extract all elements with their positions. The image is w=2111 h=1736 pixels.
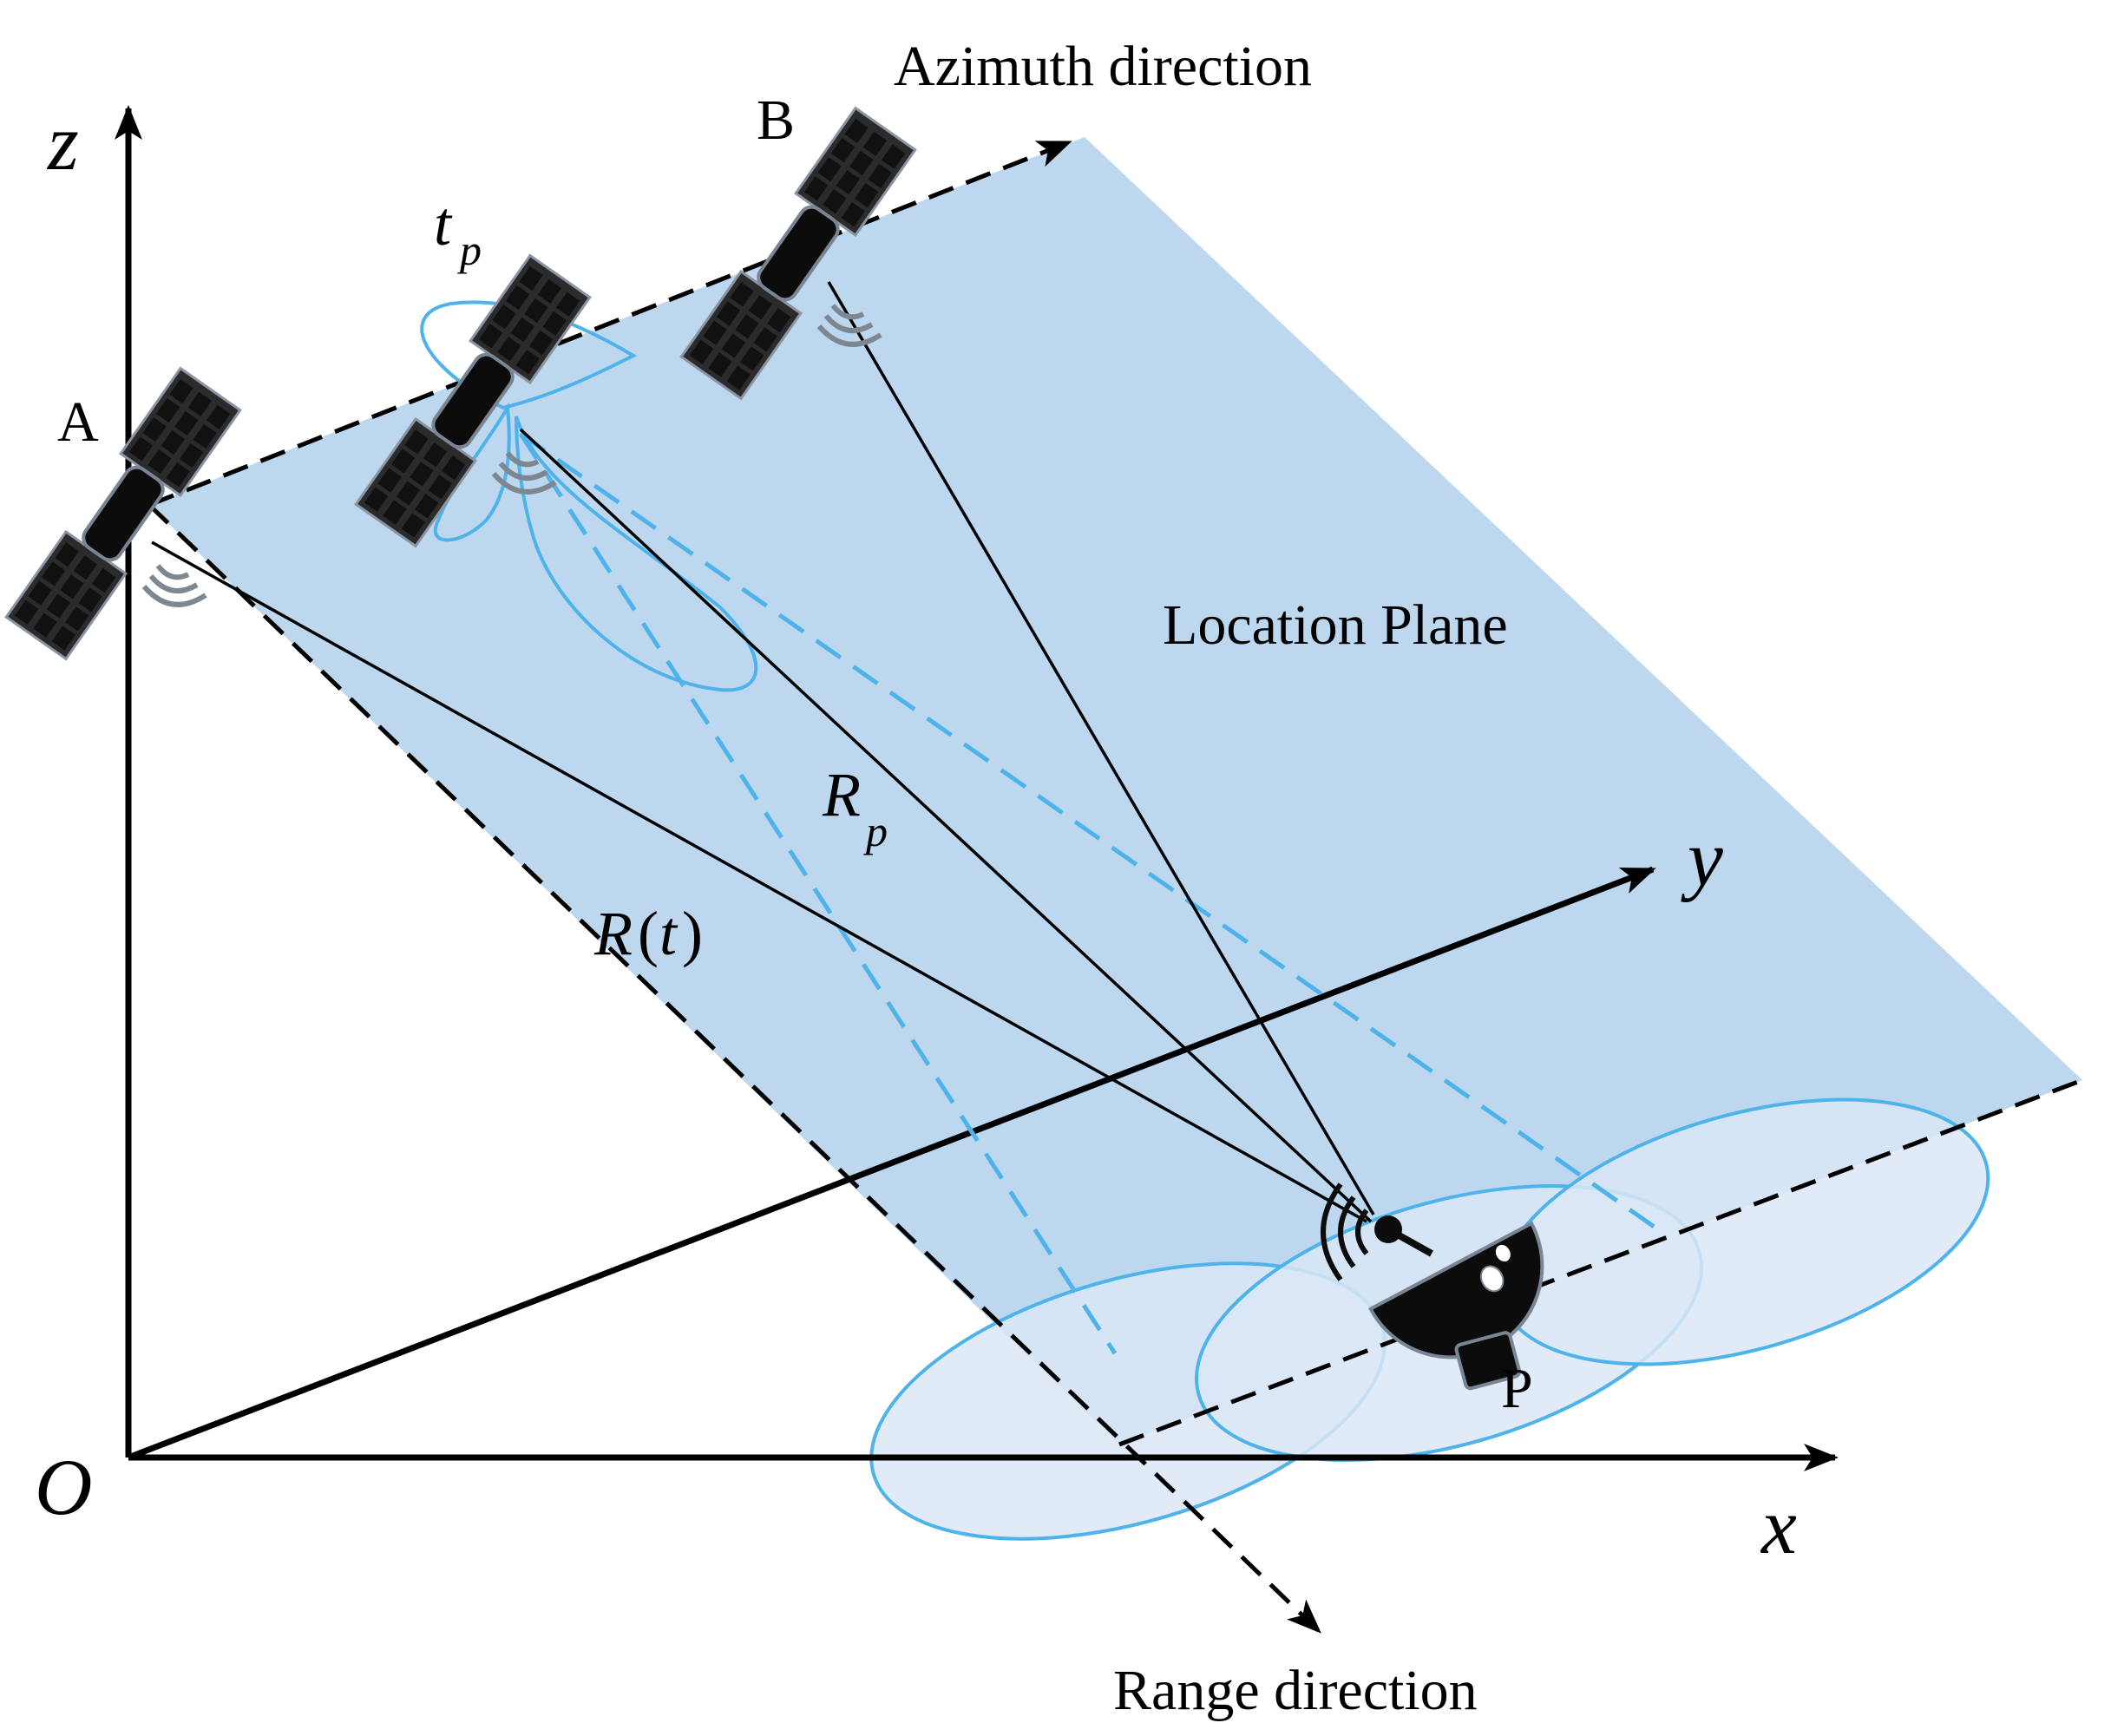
rp-label: R p bbox=[822, 760, 888, 855]
azimuth-direction-label: Azimuth direction bbox=[894, 35, 1312, 98]
z-axis-label: z bbox=[46, 98, 79, 187]
svg-text:p: p bbox=[457, 226, 482, 274]
x-axis-label: x bbox=[1760, 1482, 1797, 1570]
location-plane-label: Location Plane bbox=[1163, 593, 1508, 657]
point-p-label: P bbox=[1501, 1357, 1533, 1420]
range-lines bbox=[151, 281, 1375, 1223]
tp-label: t p bbox=[434, 189, 482, 274]
point-a-label: A bbox=[57, 390, 99, 454]
point-b-label: B bbox=[757, 88, 795, 152]
rt-label: R ( t ) bbox=[593, 899, 703, 968]
svg-text:R: R bbox=[593, 899, 633, 968]
svg-text:R: R bbox=[822, 760, 861, 829]
svg-text:): ) bbox=[682, 899, 703, 968]
origin-label: O bbox=[35, 1443, 92, 1531]
location-plane bbox=[149, 137, 2082, 1444]
coordinate-axes bbox=[115, 105, 1839, 1471]
signal-waves-icon bbox=[1321, 1182, 1369, 1281]
y-axis-label: y bbox=[1681, 814, 1723, 902]
svg-text:p: p bbox=[863, 807, 888, 855]
range-direction-label: Range direction bbox=[1113, 1659, 1478, 1722]
svg-text:(: ( bbox=[638, 899, 659, 968]
direction-lines bbox=[148, 140, 2083, 1634]
radar-dish-icon bbox=[1321, 1182, 1544, 1391]
svg-text:t: t bbox=[434, 189, 453, 259]
svg-text:t: t bbox=[659, 899, 679, 968]
